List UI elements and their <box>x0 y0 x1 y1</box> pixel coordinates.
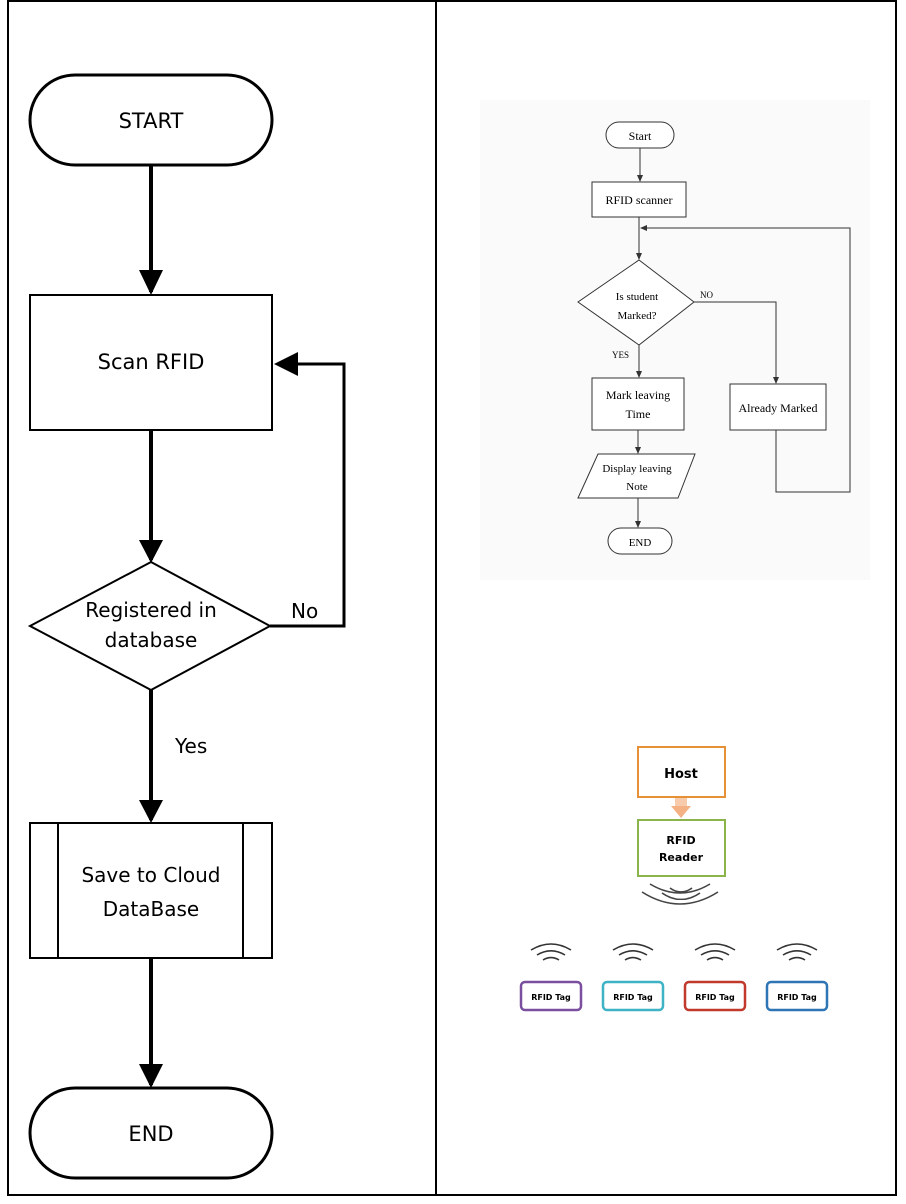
rfid-tag-label: RFID Tag <box>777 993 817 1002</box>
host-box <box>637 746 726 798</box>
reader-wave-icon <box>661 887 701 900</box>
rf-already-label: Already Marked <box>739 401 818 415</box>
rf-mark-line1: Mark leaving <box>606 388 670 402</box>
rf-display-line2: Note <box>626 481 648 493</box>
decision-label-line1: Registered in <box>85 598 217 622</box>
save-label-line1: Save to Cloud <box>81 863 220 887</box>
rf-display-line1: Display leaving <box>602 463 672 475</box>
tag-wave-icon <box>694 943 736 961</box>
scan-rfid-box <box>29 294 273 431</box>
rfid-tag-label: RFID Tag <box>695 993 735 1002</box>
rfid-tag-box <box>601 980 665 1012</box>
host-reader-arrow-icon <box>671 806 691 818</box>
decision-label-line2: database <box>105 628 198 652</box>
tag-wave-icon <box>612 943 654 961</box>
rf-decision-line1: Is student <box>616 291 658 303</box>
rf-end-terminal <box>607 527 673 555</box>
no-label: No <box>291 599 318 623</box>
rfid-tags-group: RFID Tag RFID Tag RFID Tag RFID Tag <box>519 943 829 1012</box>
reader-box <box>637 819 726 877</box>
rf-no-label: NO <box>700 290 713 300</box>
rf-start-label: Start <box>629 129 652 143</box>
rf-end-label: END <box>629 537 652 549</box>
rf-mark-box <box>591 377 685 431</box>
rf-already-box <box>729 383 827 431</box>
end-label: END <box>128 1122 173 1146</box>
end-terminal <box>28 1086 274 1180</box>
rf-mark-line2: Time <box>626 407 651 421</box>
rf-scanner-label: RFID scanner <box>606 193 673 207</box>
rfid-tag-label: RFID Tag <box>531 993 571 1002</box>
rfid-system-diagram: Host RFID Reader <box>637 746 726 900</box>
rfid-tag-box <box>519 980 583 1012</box>
registered-decision <box>27 560 273 692</box>
right-flowchart: Start RFID scanner Is student Marked? NO… <box>480 100 870 580</box>
rfid-tag-box <box>683 980 747 1012</box>
page-frame <box>7 0 897 1196</box>
rf-display-parallelogram <box>577 453 696 499</box>
reader-label-line1: RFID <box>666 834 695 847</box>
scan-rfid-label: Scan RFID <box>98 350 205 374</box>
column-divider <box>435 0 437 1196</box>
rf-decision-line2: Marked? <box>617 310 656 322</box>
tag-wave-icon <box>776 943 818 961</box>
rfid-tag-box <box>765 980 829 1012</box>
no-loop-line <box>270 362 346 628</box>
rfid-tag-label: RFID Tag <box>613 993 653 1002</box>
host-label: Host <box>664 767 698 782</box>
save-label-line2: DataBase <box>103 897 199 921</box>
left-flowchart: START Scan RFID Registered in database N… <box>27 73 346 1180</box>
yes-label: Yes <box>174 734 207 758</box>
start-label: START <box>119 109 184 133</box>
save-process-box <box>29 822 273 959</box>
reader-wave-lower <box>641 883 719 905</box>
rf-yes-label: YES <box>612 350 629 360</box>
rf-loop-line <box>642 227 851 493</box>
tag-wave-icon <box>530 943 572 961</box>
reader-label-line2: Reader <box>659 851 704 864</box>
